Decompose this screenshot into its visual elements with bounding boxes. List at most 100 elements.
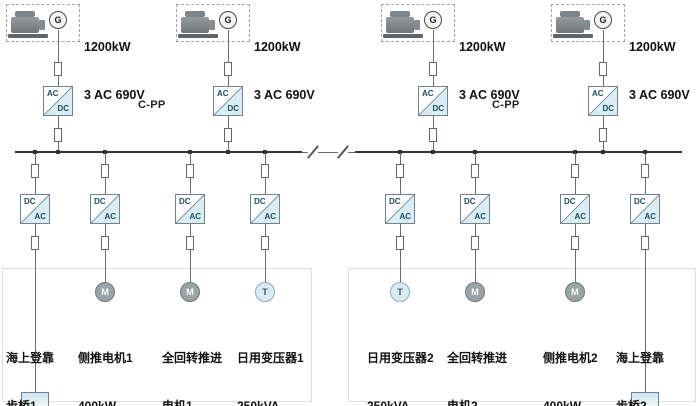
wire (475, 224, 476, 236)
dc-ac-converter-icon: DC AC (385, 194, 415, 224)
wire (433, 142, 434, 151)
dc-ac-converter-icon: DC AC (90, 194, 120, 224)
wire (645, 178, 646, 194)
motor-icon: M (180, 282, 200, 302)
fuse-icon (54, 62, 62, 76)
wire (105, 178, 106, 194)
generator-enclosure (6, 4, 80, 42)
generator-symbol: G (429, 15, 437, 25)
wire (105, 153, 106, 164)
generator-power: 1200kW (629, 40, 676, 54)
fuse-icon (429, 128, 437, 142)
generator-enclosure (551, 4, 625, 42)
wire (433, 116, 434, 128)
wire (265, 153, 266, 164)
section-label: C-PP (492, 99, 520, 111)
fuse-icon (429, 62, 437, 76)
load-label-thruster-1: 侧推电机1 400kW 3 AC 660V 1500rmp (78, 351, 133, 406)
wire (603, 116, 604, 128)
bus-tap-dot (263, 150, 267, 154)
dc-ac-converter-icon: DC AC (630, 194, 660, 224)
fuse-icon (396, 236, 404, 250)
load-label-gangway-1: 海上登靠 步桥1 570kW 690V 50Hz (6, 351, 55, 406)
load-label-transformer-2: 日用变压器2 250kVA 660V / 400V 50 Hz (367, 351, 434, 406)
wire (400, 153, 401, 164)
wire (645, 153, 646, 164)
load-panel-right (348, 268, 696, 402)
section-label: C-PP (138, 99, 166, 111)
wire (190, 153, 191, 164)
gangway-unit-icon (631, 392, 659, 406)
wire (105, 224, 106, 236)
wire (105, 250, 106, 283)
ac-dc-converter-icon: AC DC (43, 86, 73, 116)
bus-tap-dot (103, 150, 107, 154)
fuse-icon (396, 164, 404, 178)
generator-voltage: 3 AC 690V (254, 88, 315, 102)
wire (58, 116, 59, 128)
wire (475, 250, 476, 283)
wire (35, 153, 36, 164)
transformer-icon: T (255, 282, 275, 302)
motor-icon: M (465, 282, 485, 302)
fuse-icon (599, 128, 607, 142)
ac-dc-converter-icon: AC DC (418, 86, 448, 116)
engine-icon (178, 8, 218, 38)
wire (35, 250, 36, 392)
generator-symbol: G (599, 15, 607, 25)
fuse-icon (186, 236, 194, 250)
load-label-gangway-2: 海上登靠 步桥2 570kW 690V 50Hz (616, 351, 665, 406)
wire (475, 153, 476, 164)
bus-tap-dot (573, 150, 577, 154)
bus-tap-dot (188, 150, 192, 154)
motor-icon: M (565, 282, 585, 302)
bus-tap-dot (643, 150, 647, 154)
fuse-icon (599, 62, 607, 76)
wire (228, 30, 229, 62)
fuse-icon (54, 128, 62, 142)
wire (58, 142, 59, 151)
generator-symbol: G (224, 15, 232, 25)
wire (228, 76, 229, 86)
wire (603, 142, 604, 151)
fuse-icon (471, 164, 479, 178)
wire (603, 76, 604, 86)
fuse-icon (261, 164, 269, 178)
gangway-unit-icon (21, 392, 49, 406)
wire (228, 142, 229, 151)
wire (575, 224, 576, 236)
generator-label: 1200kW 3 AC 690V (254, 7, 315, 135)
generator-voltage: 3 AC 690V (84, 88, 145, 102)
generator-label: 1200kW 3 AC 690V (459, 7, 520, 135)
wire (433, 30, 434, 62)
generator-power: 1200kW (459, 40, 506, 54)
fuse-icon (571, 164, 579, 178)
transformer-icon: T (390, 282, 410, 302)
generator-label: 1200kW 3 AC 690V (629, 7, 690, 135)
generator-icon: G (594, 11, 612, 29)
dc-busbar-left (15, 151, 302, 153)
fuse-icon (571, 236, 579, 250)
generator-icon: G (49, 11, 67, 29)
wire (645, 224, 646, 236)
wire (265, 178, 266, 194)
ac-dc-converter-icon: AC DC (213, 86, 243, 116)
fuse-icon (101, 236, 109, 250)
bus-tie-line (302, 152, 355, 153)
wire (575, 178, 576, 194)
load-label-azimuth-1: 全回转推进 电机1 0－1672kW 3 AC 660V 1500rpm (162, 351, 223, 406)
fuse-icon (31, 164, 39, 178)
engine-icon (383, 8, 423, 38)
load-label-transformer-1: 日用变压器1 250kVA 660V / 400V 50 Hz (237, 351, 304, 406)
load-label-thruster-2: 侧推电机2 400kW 3 AC 660V 1500rmp (543, 351, 598, 406)
fuse-icon (186, 164, 194, 178)
wire (645, 250, 646, 392)
wire (190, 250, 191, 283)
wire (190, 224, 191, 236)
wire (400, 224, 401, 236)
generator-label: 1200kW 3 AC 690V (84, 7, 145, 135)
wire (475, 178, 476, 194)
wire (265, 224, 266, 236)
load-panel-left (2, 268, 312, 402)
